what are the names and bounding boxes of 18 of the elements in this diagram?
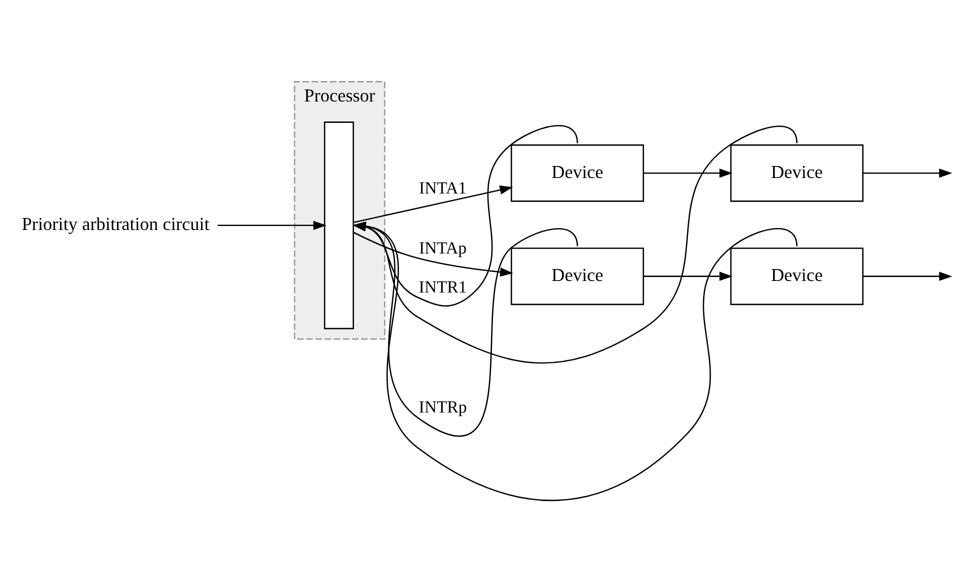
cluster: Processor <box>294 81 386 340</box>
node-box: Device <box>730 144 864 202</box>
node-text: Priority arbitration circuit <box>22 214 210 234</box>
arrow <box>863 272 952 281</box>
node-box: Device <box>510 144 644 202</box>
node-box: Device <box>730 248 864 306</box>
edge-label: INTAp <box>419 238 467 258</box>
edge-label: INTA1 <box>419 178 467 198</box>
arrow <box>353 232 514 277</box>
arrow <box>644 272 733 281</box>
node-box: Device <box>510 248 644 306</box>
node-box <box>324 122 354 330</box>
arrow <box>354 185 513 224</box>
edge-label: INTR1 <box>418 278 467 297</box>
edge-label: INTRp <box>418 398 467 417</box>
arrow <box>218 220 326 230</box>
arrow <box>863 168 952 178</box>
arrow <box>644 168 733 178</box>
